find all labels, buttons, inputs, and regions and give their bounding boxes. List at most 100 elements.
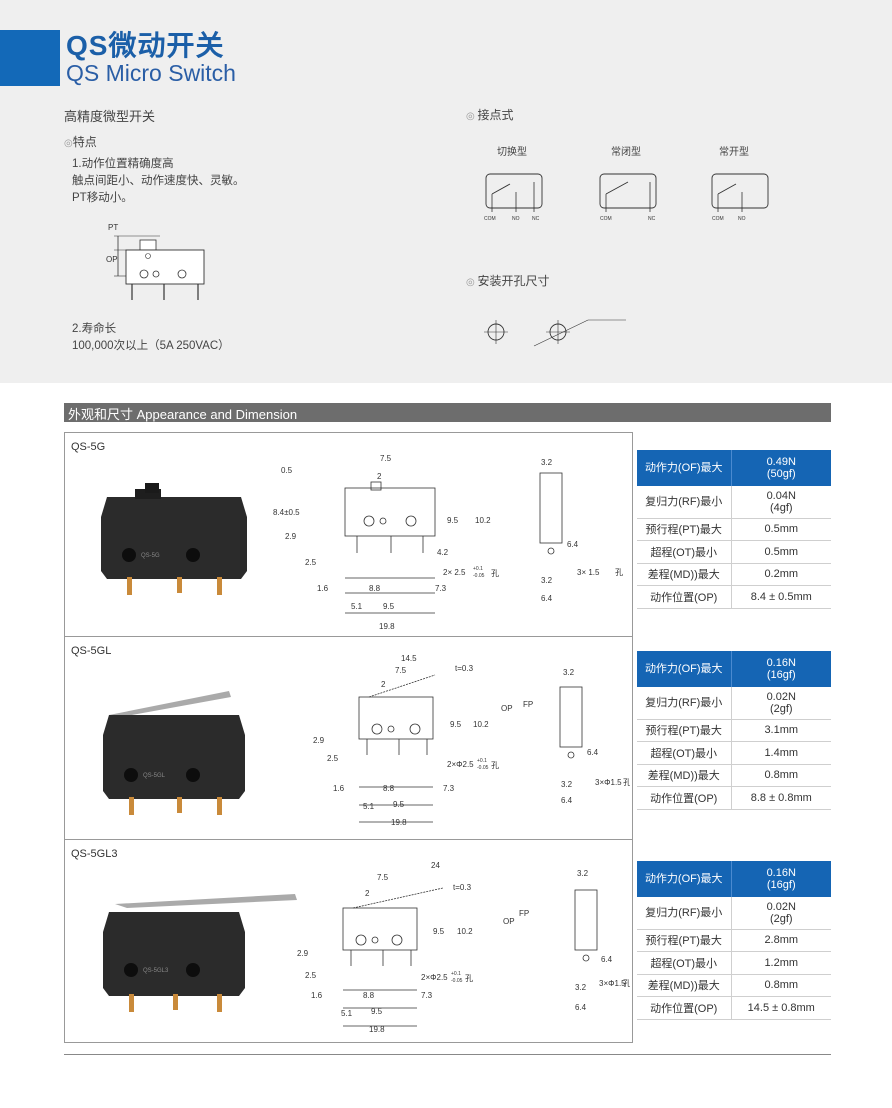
contact-type-changeover: 切换型 (497, 147, 527, 158)
bullet-icon: ◎ (466, 111, 478, 122)
svg-text:9.5: 9.5 (447, 516, 459, 525)
intro-subtitle: 高精度微型开关 (64, 109, 156, 124)
svg-text:9.5: 9.5 (450, 720, 462, 729)
feature1-line1: 触点间距小、动作速度快、灵敏。 (72, 175, 245, 187)
spec-row: 动作位置(OP)14.5 ± 0.8mm (637, 996, 831, 1020)
product-panel-qs-5gl3: QS-5GL3 QS-5GL3 24 7.5 t=0.3 2 (64, 839, 633, 1043)
svg-text:+0.1: +0.1 (473, 566, 483, 572)
svg-text:+0.1: +0.1 (451, 971, 461, 977)
svg-text:1.6: 1.6 (333, 784, 345, 793)
svg-text:3.2: 3.2 (541, 576, 553, 585)
feature1-line2: PT移动小。 (72, 192, 133, 204)
svg-text:6.4: 6.4 (575, 1003, 587, 1012)
svg-text:3.2: 3.2 (541, 458, 553, 467)
contact-type-nc: 常闭型 (611, 147, 641, 158)
svg-text:孔: 孔 (615, 568, 623, 577)
dimension-drawing-qs-5gl: 14.5 7.5 t=0.3 2 FP OP 9.5 10.2 2.9 2.5 … (313, 654, 630, 827)
mounting-heading: ◎ 安装开孔尺寸 (466, 274, 550, 288)
svg-text:2: 2 (365, 889, 370, 898)
svg-text:孔: 孔 (465, 974, 473, 983)
footer-divider (64, 1054, 831, 1055)
feature2-title: 2.寿命长 (72, 323, 117, 335)
contact-type-no: 常开型 (719, 147, 749, 158)
bullet-icon: ◎ (64, 138, 73, 149)
dimension-drawing-qs-5g: 7.5 0.5 2 8.4±0.5 2.9 2.5 9.5 10.2 4.2 2… (273, 454, 623, 631)
page-title-english: QS Micro Switch (66, 60, 236, 86)
product-panel-qs-5g: QS-5G QS-5G 7.5 0.5 2 8.4±0.5 (64, 432, 633, 637)
svg-text:2.9: 2.9 (285, 532, 297, 541)
svg-text:NO: NO (512, 216, 520, 222)
feature2-line1: 100,000次以上（5A 250VAC） (72, 340, 230, 352)
section-header-bar: 外观和尺寸 Appearance and Dimension (64, 403, 831, 422)
page-title: QS微动开关 (66, 30, 225, 61)
svg-text:COM: COM (712, 216, 724, 222)
svg-text:9.5: 9.5 (433, 927, 445, 936)
svg-text:24: 24 (431, 861, 440, 870)
svg-text:1.6: 1.6 (311, 991, 323, 1000)
svg-text:FP: FP (519, 909, 529, 918)
svg-text:孔: 孔 (491, 569, 499, 578)
svg-text:10.2: 10.2 (457, 927, 473, 936)
product-photo-qs-5g: QS-5G (101, 483, 247, 595)
svg-text:3.2: 3.2 (563, 668, 575, 677)
pt-label: PT (108, 223, 118, 232)
spec-row: 动作位置(OP)8.8 ± 0.8mm (637, 786, 831, 810)
feature1-block: 1.动作位置精确度高 触点间距小、动作速度快、灵敏。 PT移动小。 (72, 156, 245, 207)
svg-text:2×Φ2.5: 2×Φ2.5 (447, 760, 474, 769)
svg-text:孔: 孔 (623, 778, 630, 787)
svg-text:-0.05: -0.05 (451, 978, 463, 984)
svg-text:孔: 孔 (491, 761, 499, 770)
product-photo-qs-5gl: QS-5GL (103, 691, 245, 815)
svg-text:t=0.3: t=0.3 (453, 883, 472, 892)
svg-text:8.8: 8.8 (383, 784, 395, 793)
product-model-label: QS-5GL (71, 645, 112, 657)
product-model-label: QS-5GL3 (71, 848, 118, 860)
svg-text:4.2: 4.2 (437, 548, 449, 557)
spec-row: 动作位置(OP)8.4 ± 0.5mm (637, 585, 831, 609)
svg-text:19.8: 19.8 (369, 1025, 385, 1034)
svg-text:10.2: 10.2 (475, 516, 491, 525)
svg-text:+0.1: +0.1 (477, 758, 487, 764)
svg-text:6.4: 6.4 (561, 796, 573, 805)
svg-text:9.5: 9.5 (371, 1007, 383, 1016)
svg-text:6.4: 6.4 (587, 748, 599, 757)
svg-text:COM: COM (484, 216, 496, 222)
svg-text:0.5: 0.5 (281, 466, 293, 475)
svg-text:8.4±0.5: 8.4±0.5 (273, 508, 300, 517)
svg-text:QS-5GL3: QS-5GL3 (143, 968, 169, 974)
svg-text:3.2: 3.2 (577, 869, 589, 878)
title-accent-block (0, 30, 60, 86)
svg-text:OP: OP (501, 704, 513, 713)
svg-text:5.1: 5.1 (351, 602, 363, 611)
svg-text:6.4: 6.4 (541, 594, 553, 603)
svg-text:6.4: 6.4 (567, 540, 579, 549)
svg-text:5.1: 5.1 (341, 1009, 353, 1018)
svg-text:3× 1.5: 3× 1.5 (577, 568, 600, 577)
svg-text:-0.05: -0.05 (477, 765, 489, 771)
svg-text:3.2: 3.2 (575, 983, 587, 992)
svg-text:3×Φ1.5: 3×Φ1.5 (599, 979, 626, 988)
svg-text:8.8: 8.8 (369, 584, 381, 593)
product-photo-qs-5gl3: QS-5GL3 (103, 894, 297, 1012)
schematic-nc: COM NC (599, 173, 657, 222)
mounting-hole-diagram (484, 319, 626, 347)
svg-text:COM: COM (600, 216, 612, 222)
svg-text:5.1: 5.1 (363, 802, 375, 811)
bullet-icon: ◎ (466, 277, 478, 288)
pt-op-diagram: PT OP (106, 223, 205, 300)
features-heading: ◎特点 (64, 135, 97, 149)
contacts-heading: ◎ 接点式 (466, 108, 514, 122)
svg-text:10.2: 10.2 (473, 720, 489, 729)
svg-text:2: 2 (381, 680, 386, 689)
